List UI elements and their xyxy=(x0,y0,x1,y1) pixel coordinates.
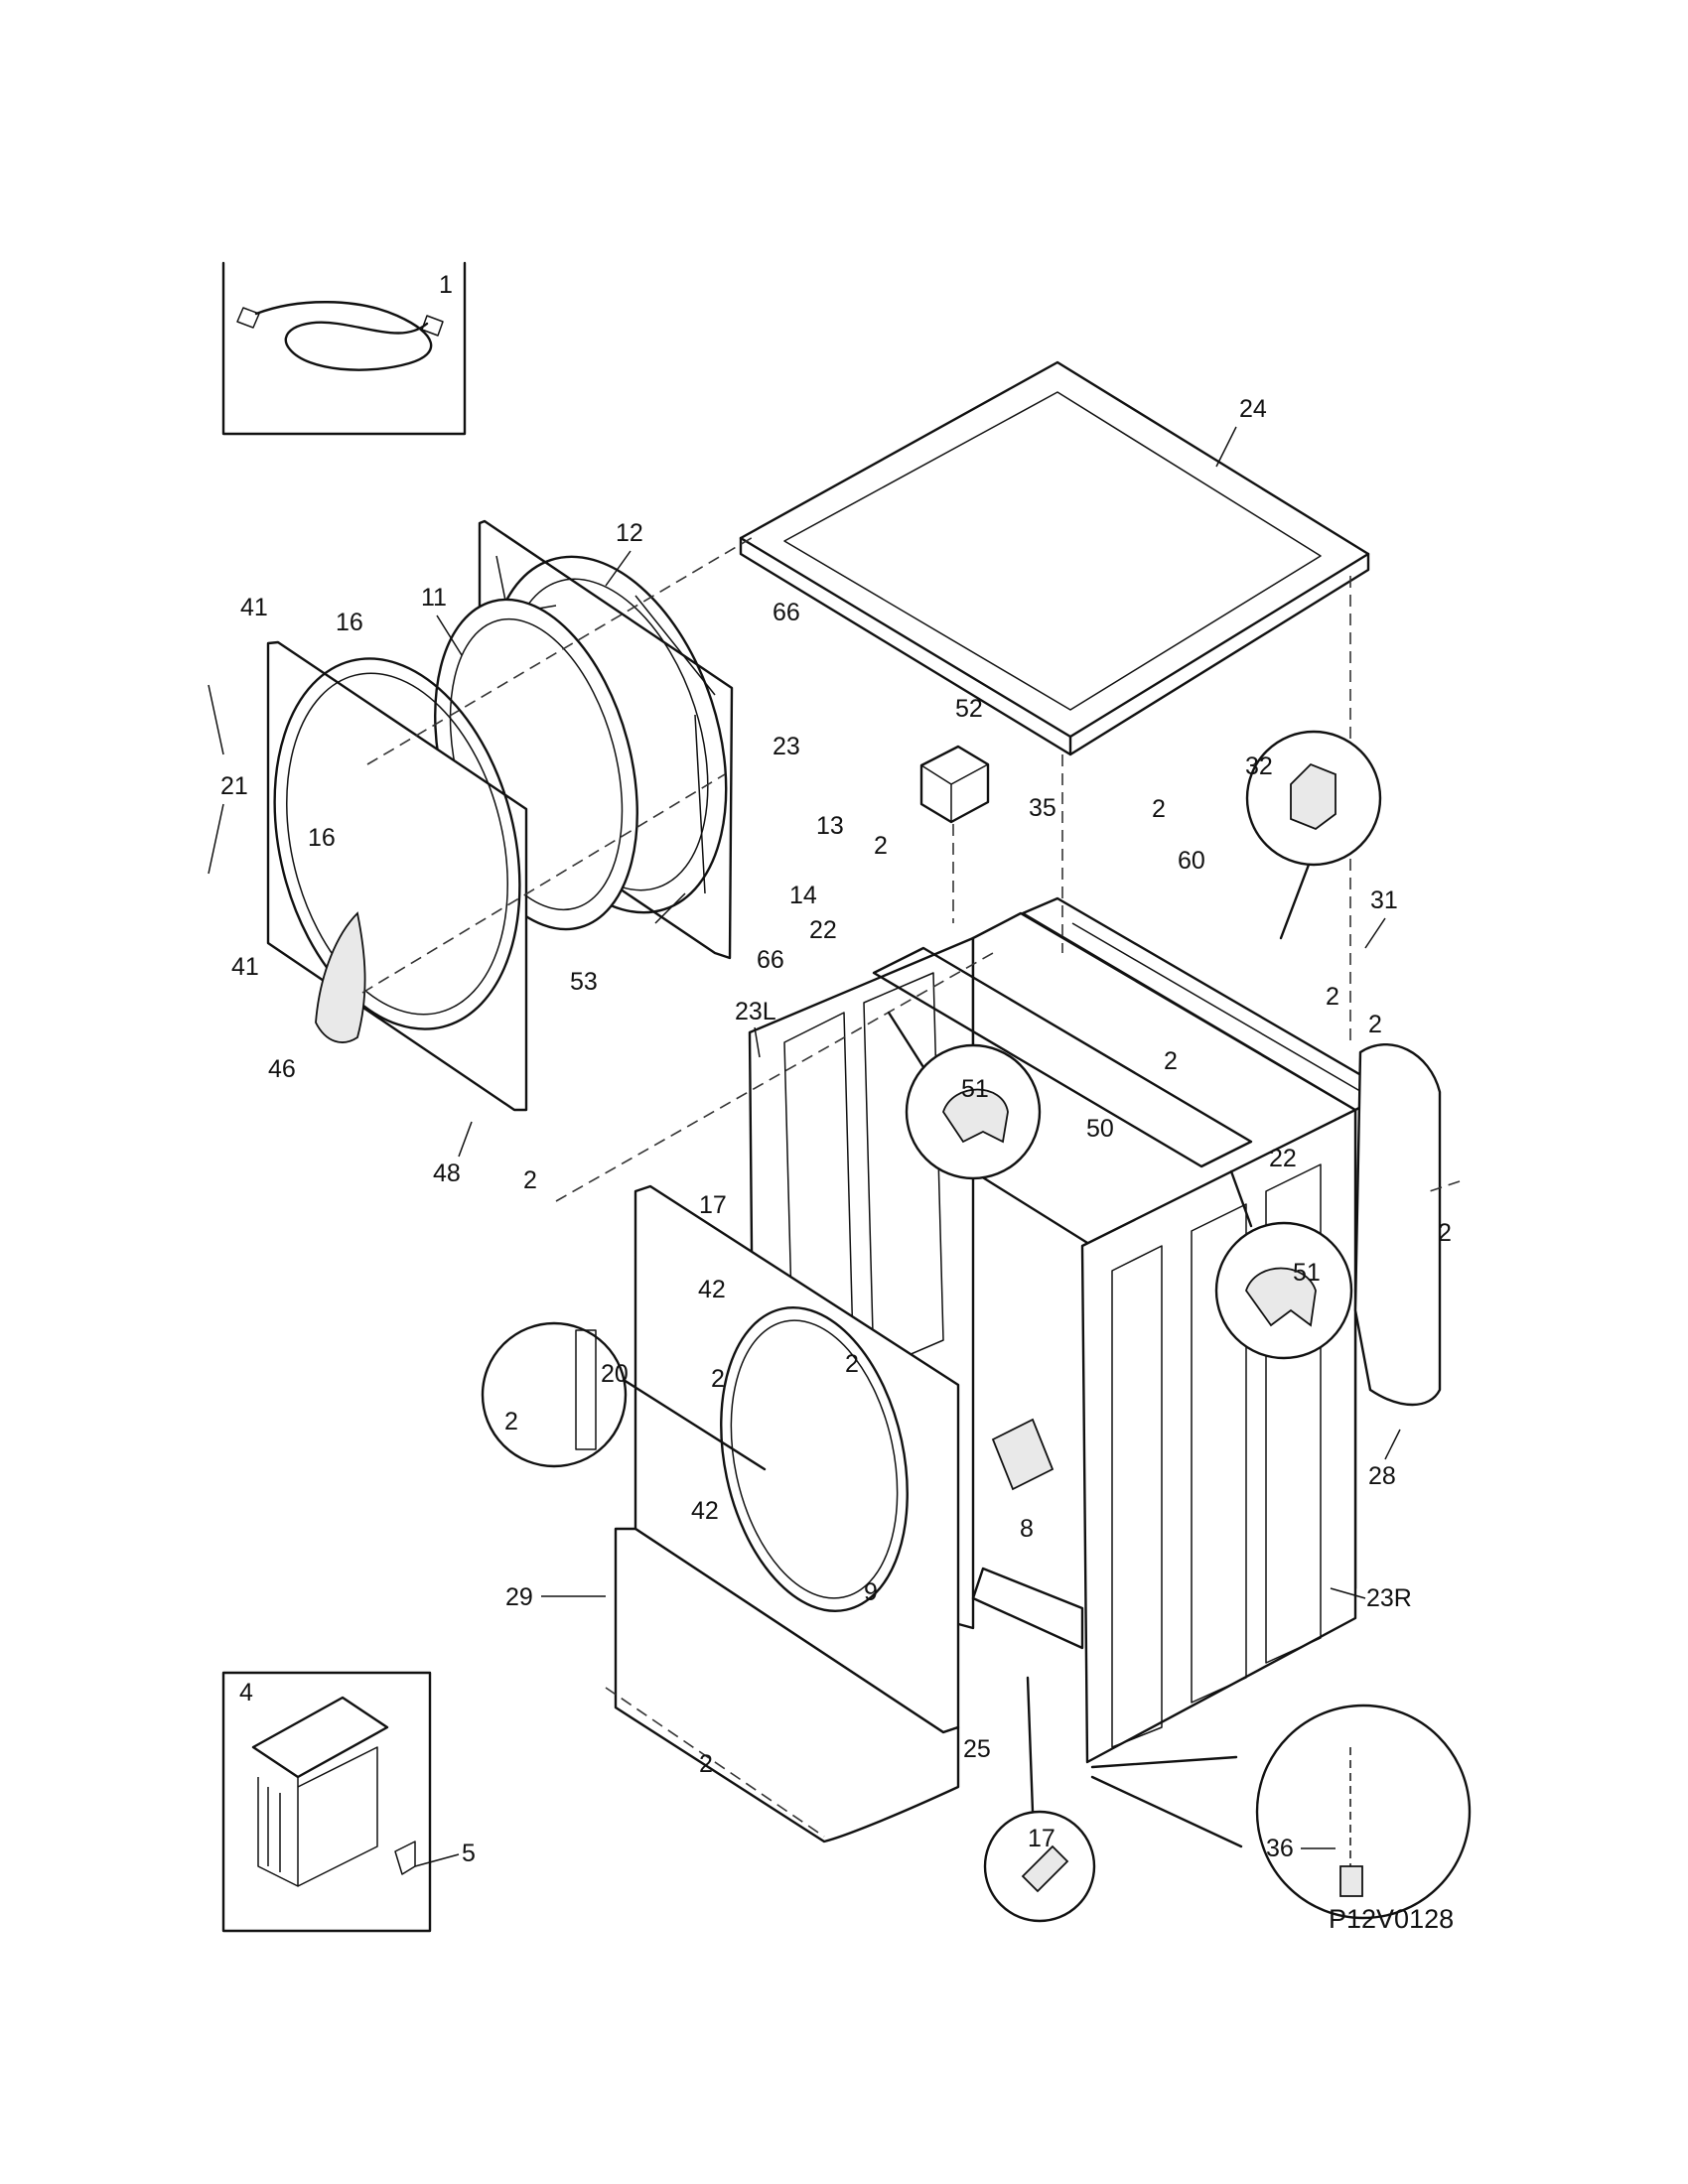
callout-label: 23R xyxy=(1366,1584,1412,1612)
callout-labels: 1 24 12 11 16 41 66 23 21 16 13 14 66 41… xyxy=(208,271,1452,1867)
callout-label: 53 xyxy=(570,968,598,996)
callout-label: 22 xyxy=(1269,1145,1297,1172)
detail-circle-51b xyxy=(1214,1169,1353,1360)
callout-label: 12 xyxy=(616,519,643,547)
front-door-panel xyxy=(266,640,528,1112)
callout-label: 23 xyxy=(773,733,800,760)
callout-label: 16 xyxy=(336,609,363,636)
callout-label: 2 xyxy=(1152,795,1166,823)
inset-box-bracket xyxy=(221,1671,432,1933)
callout-label: 2 xyxy=(1326,983,1339,1011)
callout-label: 2 xyxy=(1438,1219,1452,1247)
top-lid-part xyxy=(739,360,1370,756)
part-52-box xyxy=(919,745,990,824)
callout-label: 42 xyxy=(691,1497,719,1525)
callout-label: 23L xyxy=(735,998,776,1025)
callout-label: 1 xyxy=(439,271,453,299)
callout-label: 14 xyxy=(789,882,817,909)
front-panel-part xyxy=(614,1184,960,1843)
callout-label: 17 xyxy=(1028,1825,1055,1852)
callout-label: 42 xyxy=(698,1276,726,1303)
callout-label: 50 xyxy=(1086,1115,1114,1143)
callout-label: 2 xyxy=(1164,1047,1178,1075)
callout-label: 60 xyxy=(1178,847,1205,875)
callout-label: 2 xyxy=(523,1166,537,1194)
callout-label: 66 xyxy=(773,599,800,626)
callout-label: 4 xyxy=(239,1679,253,1706)
detail-circle-51a xyxy=(887,1011,1042,1180)
callout-label: 9 xyxy=(864,1578,878,1606)
callout-label: 21 xyxy=(220,772,248,800)
callout-label: 16 xyxy=(308,824,336,852)
callout-label: 31 xyxy=(1370,887,1398,914)
callout-label: 2 xyxy=(845,1350,859,1378)
detail-circle-32 xyxy=(1245,730,1382,940)
callout-label: 46 xyxy=(268,1055,296,1083)
callout-label: 48 xyxy=(433,1160,461,1187)
callout-label: 13 xyxy=(816,812,844,840)
callout-label: 32 xyxy=(1245,752,1273,780)
callout-label: 36 xyxy=(1266,1835,1294,1862)
callout-label: 2 xyxy=(1368,1011,1382,1038)
callout-label: 41 xyxy=(240,594,268,621)
callout-label: 17 xyxy=(699,1191,727,1219)
callout-label: 35 xyxy=(1029,794,1056,822)
callout-label: 24 xyxy=(1239,395,1267,423)
callout-label: 22 xyxy=(809,916,837,944)
detail-circle-36 xyxy=(1090,1704,1472,1920)
callout-label: 51 xyxy=(961,1075,989,1103)
detail-circle-17 xyxy=(983,1676,1096,1923)
callout-label: 8 xyxy=(1020,1515,1034,1543)
detail-circle-20 xyxy=(481,1321,767,1471)
callout-label: 51 xyxy=(1293,1259,1321,1287)
callout-label: 41 xyxy=(231,953,259,981)
callout-label: 28 xyxy=(1368,1462,1396,1490)
diagram-code: P12V0128 xyxy=(1329,1904,1454,1934)
callout-label: 2 xyxy=(711,1365,725,1393)
callout-label: 29 xyxy=(505,1583,533,1611)
callout-label: 11 xyxy=(421,584,447,612)
rear-panel-part xyxy=(1353,1042,1442,1407)
callout-label: 2 xyxy=(874,832,888,860)
callout-label: 52 xyxy=(955,695,983,723)
callout-label: 2 xyxy=(699,1750,713,1778)
callout-label: 2 xyxy=(504,1408,518,1435)
callout-label: 66 xyxy=(757,946,784,974)
callout-label: 25 xyxy=(963,1735,991,1763)
inset-box-hose xyxy=(221,261,467,436)
callout-label: 20 xyxy=(601,1360,629,1388)
callout-label: 5 xyxy=(462,1840,476,1867)
